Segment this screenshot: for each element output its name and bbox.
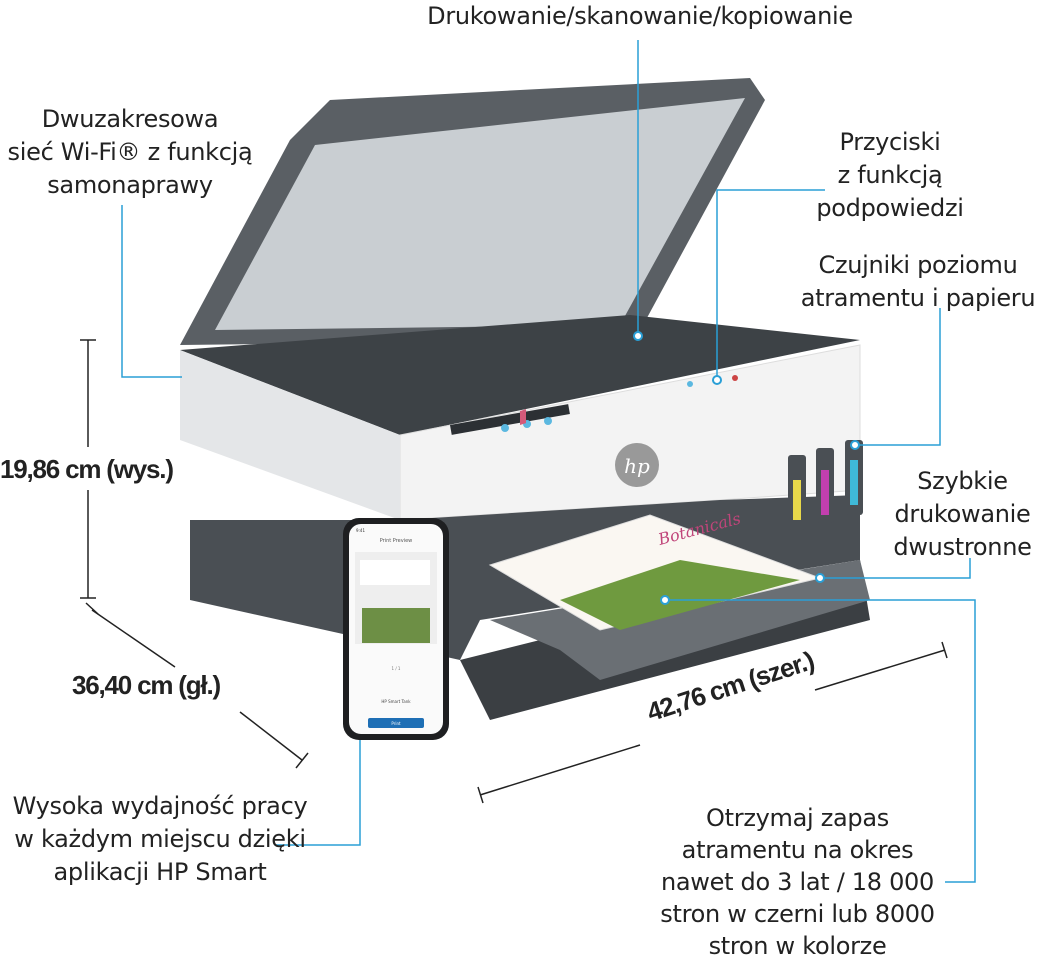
printed-photo bbox=[560, 560, 800, 630]
dimension-depth: 36,40 cm (gł.) bbox=[72, 670, 221, 700]
scanner-glass bbox=[215, 98, 745, 330]
callout-dot bbox=[815, 573, 825, 583]
callout-sensors: Czujniki poziomu atramentu i papieru bbox=[800, 251, 1036, 312]
phone-time: 9:41 bbox=[356, 528, 365, 533]
phone-printer-name: HP Smart Tank bbox=[381, 699, 411, 704]
callout-app: Wysoka wydajność pracy w każdym miejscu … bbox=[12, 792, 308, 886]
phone-screen-title: Print Preview bbox=[380, 538, 413, 544]
callout-print-scan-copy: Drukowanie/skanowanie/kopiowanie bbox=[427, 2, 853, 30]
svg-text:Print: Print bbox=[391, 721, 401, 726]
button-icon bbox=[732, 375, 738, 381]
printed-chart bbox=[520, 409, 526, 426]
callout-dot bbox=[712, 375, 722, 385]
control-panel bbox=[449, 404, 570, 435]
dimension-lines bbox=[80, 339, 948, 804]
button-icon bbox=[501, 424, 509, 432]
callout-wifi: Dwuzakresowa sieć Wi-Fi® z funkcją samon… bbox=[7, 105, 253, 199]
callout-buttons: Przyciski z funkcją podpowiedzi bbox=[816, 128, 964, 222]
button-icon bbox=[687, 381, 693, 387]
callout-dot bbox=[633, 331, 643, 341]
hp-logo-text: hp bbox=[624, 454, 650, 478]
callout-lines bbox=[121, 40, 976, 883]
callout-dot bbox=[660, 595, 670, 605]
hp-logo bbox=[615, 443, 659, 487]
phone-page-count: 1 / 1 bbox=[392, 666, 401, 671]
callout-duplex: Szybkie drukowanie dwustronne bbox=[893, 467, 1032, 561]
callout-ink-supply: Otrzymaj zapas atramentu na okres nawet … bbox=[660, 804, 935, 960]
callout-dot bbox=[850, 440, 860, 450]
button-icon bbox=[544, 417, 552, 425]
dimension-height: 19,86 cm (wys.) bbox=[0, 454, 174, 484]
phone-print-button[interactable] bbox=[368, 718, 424, 728]
printer-body-side bbox=[180, 350, 400, 520]
output-tray bbox=[490, 560, 870, 680]
scanner-deck bbox=[180, 315, 860, 435]
